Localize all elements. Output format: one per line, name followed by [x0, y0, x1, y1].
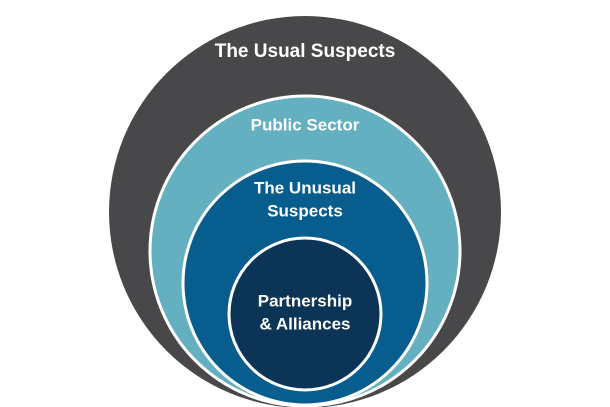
label-partnership-line-1: Partnership	[258, 291, 352, 310]
label-public-sector: Public Sector	[251, 115, 360, 134]
ring-partnership-alliances	[227, 236, 383, 392]
label-unusual-suspects-line-1: The Unusual	[254, 178, 356, 197]
label-usual-suspects: The Usual Suspects	[215, 41, 396, 62]
label-partnership-line-2: & Alliances	[259, 314, 350, 333]
label-unusual-suspects-line-2: Suspects	[267, 201, 343, 220]
